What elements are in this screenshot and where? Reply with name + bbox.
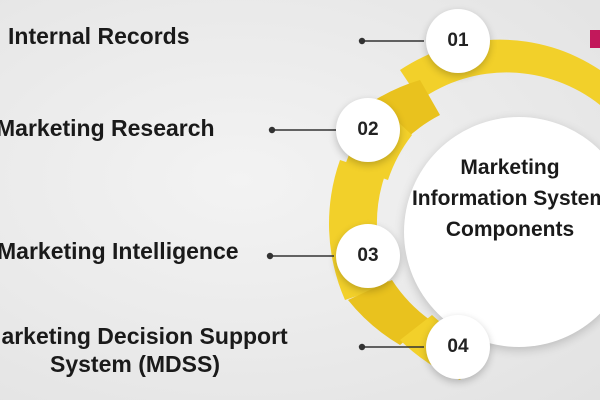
center-circle bbox=[404, 117, 600, 347]
item-label-mdss-line-1: Marketing Decision Support bbox=[0, 323, 288, 349]
connector-1 bbox=[358, 37, 424, 45]
ring-segment-5 bbox=[348, 280, 430, 345]
number-badge-03: 03 bbox=[336, 224, 400, 288]
number-badge-04: 04 bbox=[426, 315, 490, 379]
connector-2 bbox=[268, 126, 336, 134]
ring-segment-2 bbox=[375, 80, 440, 140]
item-label-marketing-intelligence: Marketing Intelligence bbox=[0, 238, 239, 264]
center-title-line-3: Components bbox=[445, 218, 575, 241]
connector-3 bbox=[266, 252, 334, 260]
center-title-line-1: Marketing bbox=[460, 156, 560, 179]
item-label-marketing-research: Marketing Research bbox=[0, 115, 215, 141]
center-title: Marketing Information System Components bbox=[410, 152, 600, 245]
number-badge-02: 02 bbox=[336, 98, 400, 162]
center-title-line-2: Information System bbox=[411, 187, 600, 210]
item-label-internal-records: Internal Records bbox=[8, 23, 190, 49]
number-badge-01: 01 bbox=[426, 9, 490, 73]
item-label-mdss-line-2: System (MDSS) bbox=[50, 351, 220, 377]
connector-4 bbox=[358, 343, 424, 351]
item-label-mdss: Marketing Decision Support System (MDSS) bbox=[0, 322, 290, 378]
brand-logo-fragment bbox=[590, 30, 600, 48]
